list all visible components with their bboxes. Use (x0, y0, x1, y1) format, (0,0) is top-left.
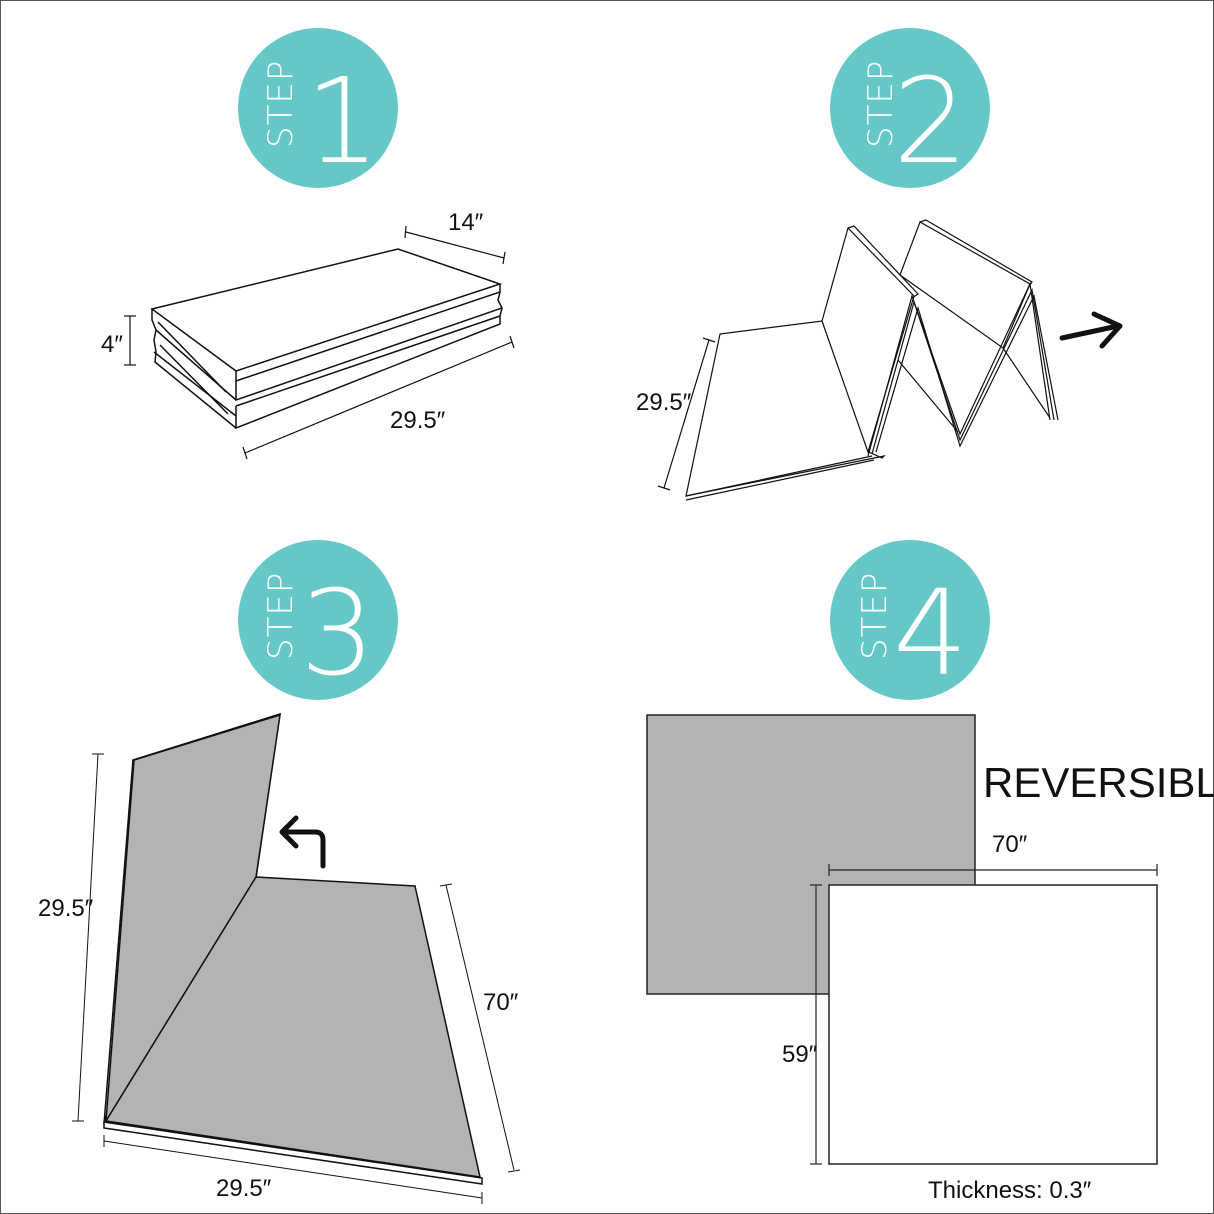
reversible-heading: REVERSIBLE (983, 759, 1214, 806)
step-3-right-label: 70″ (483, 989, 519, 1016)
step-4-width-label: 70″ (992, 831, 1028, 858)
arrow-right-icon (1059, 311, 1123, 349)
step-1-length-label: 29.5″ (390, 407, 446, 434)
step-2-word: STEP (861, 60, 901, 148)
step-1-height-label: 4″ (101, 331, 123, 358)
step-2-badge: STEP 2 (830, 28, 990, 190)
step-4-badge: STEP 4 (830, 540, 990, 702)
step-3-number: 3 (300, 564, 375, 702)
step-2-side-label: 29.5″ (636, 389, 692, 416)
step-4-number: 4 (893, 564, 968, 702)
step-1-folded-mat (124, 225, 515, 460)
mat-white-side (828, 884, 1158, 1165)
step-3-opening-mat (72, 712, 521, 1204)
step-4-height-label: 59″ (782, 1041, 818, 1068)
step-3-bottom-label: 29.5″ (216, 1175, 272, 1202)
step-4-word: STEP (855, 572, 895, 660)
step-1-number: 1 (305, 52, 380, 190)
thickness-label: Thickness: 0.3″ (928, 1177, 1092, 1204)
step-1-badge: STEP 1 (238, 28, 398, 190)
step-2-number: 2 (893, 52, 968, 190)
step-2-unfolding-mat (657, 219, 1059, 501)
step-1-word: STEP (261, 60, 301, 148)
step-4-reversible-mat (646, 714, 1158, 1165)
step-3-badge: STEP 3 (238, 540, 398, 702)
step-3-left-label: 29.5″ (38, 895, 94, 922)
arrow-turn-left-icon (279, 815, 326, 869)
step-3-word: STEP (261, 572, 301, 660)
step-1-width-label: 14″ (448, 209, 484, 236)
